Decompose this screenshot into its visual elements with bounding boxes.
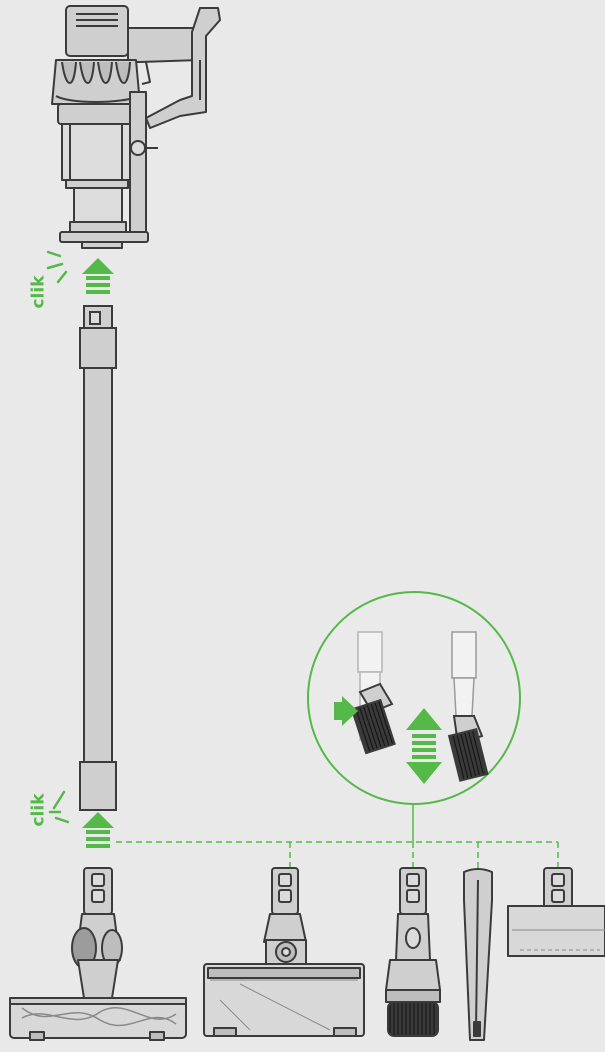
click-label-top: clik [29, 275, 49, 308]
click-lines-icon [50, 792, 68, 822]
detail-callout [308, 592, 520, 804]
soft-roller-head [204, 868, 364, 1036]
click-lines-icon [48, 252, 66, 282]
click-label-bottom: clik [29, 793, 49, 826]
up-arrow-icon [82, 812, 114, 848]
wand [80, 306, 116, 810]
main-cleaner-head [10, 868, 186, 1040]
vacuum-main-body [52, 6, 220, 248]
up-arrow-icon [82, 258, 114, 294]
combination-tool [386, 868, 440, 1036]
crevice-tool [464, 869, 492, 1040]
tool-connector-lines [116, 842, 558, 868]
mini-motorised-tool [508, 868, 605, 956]
